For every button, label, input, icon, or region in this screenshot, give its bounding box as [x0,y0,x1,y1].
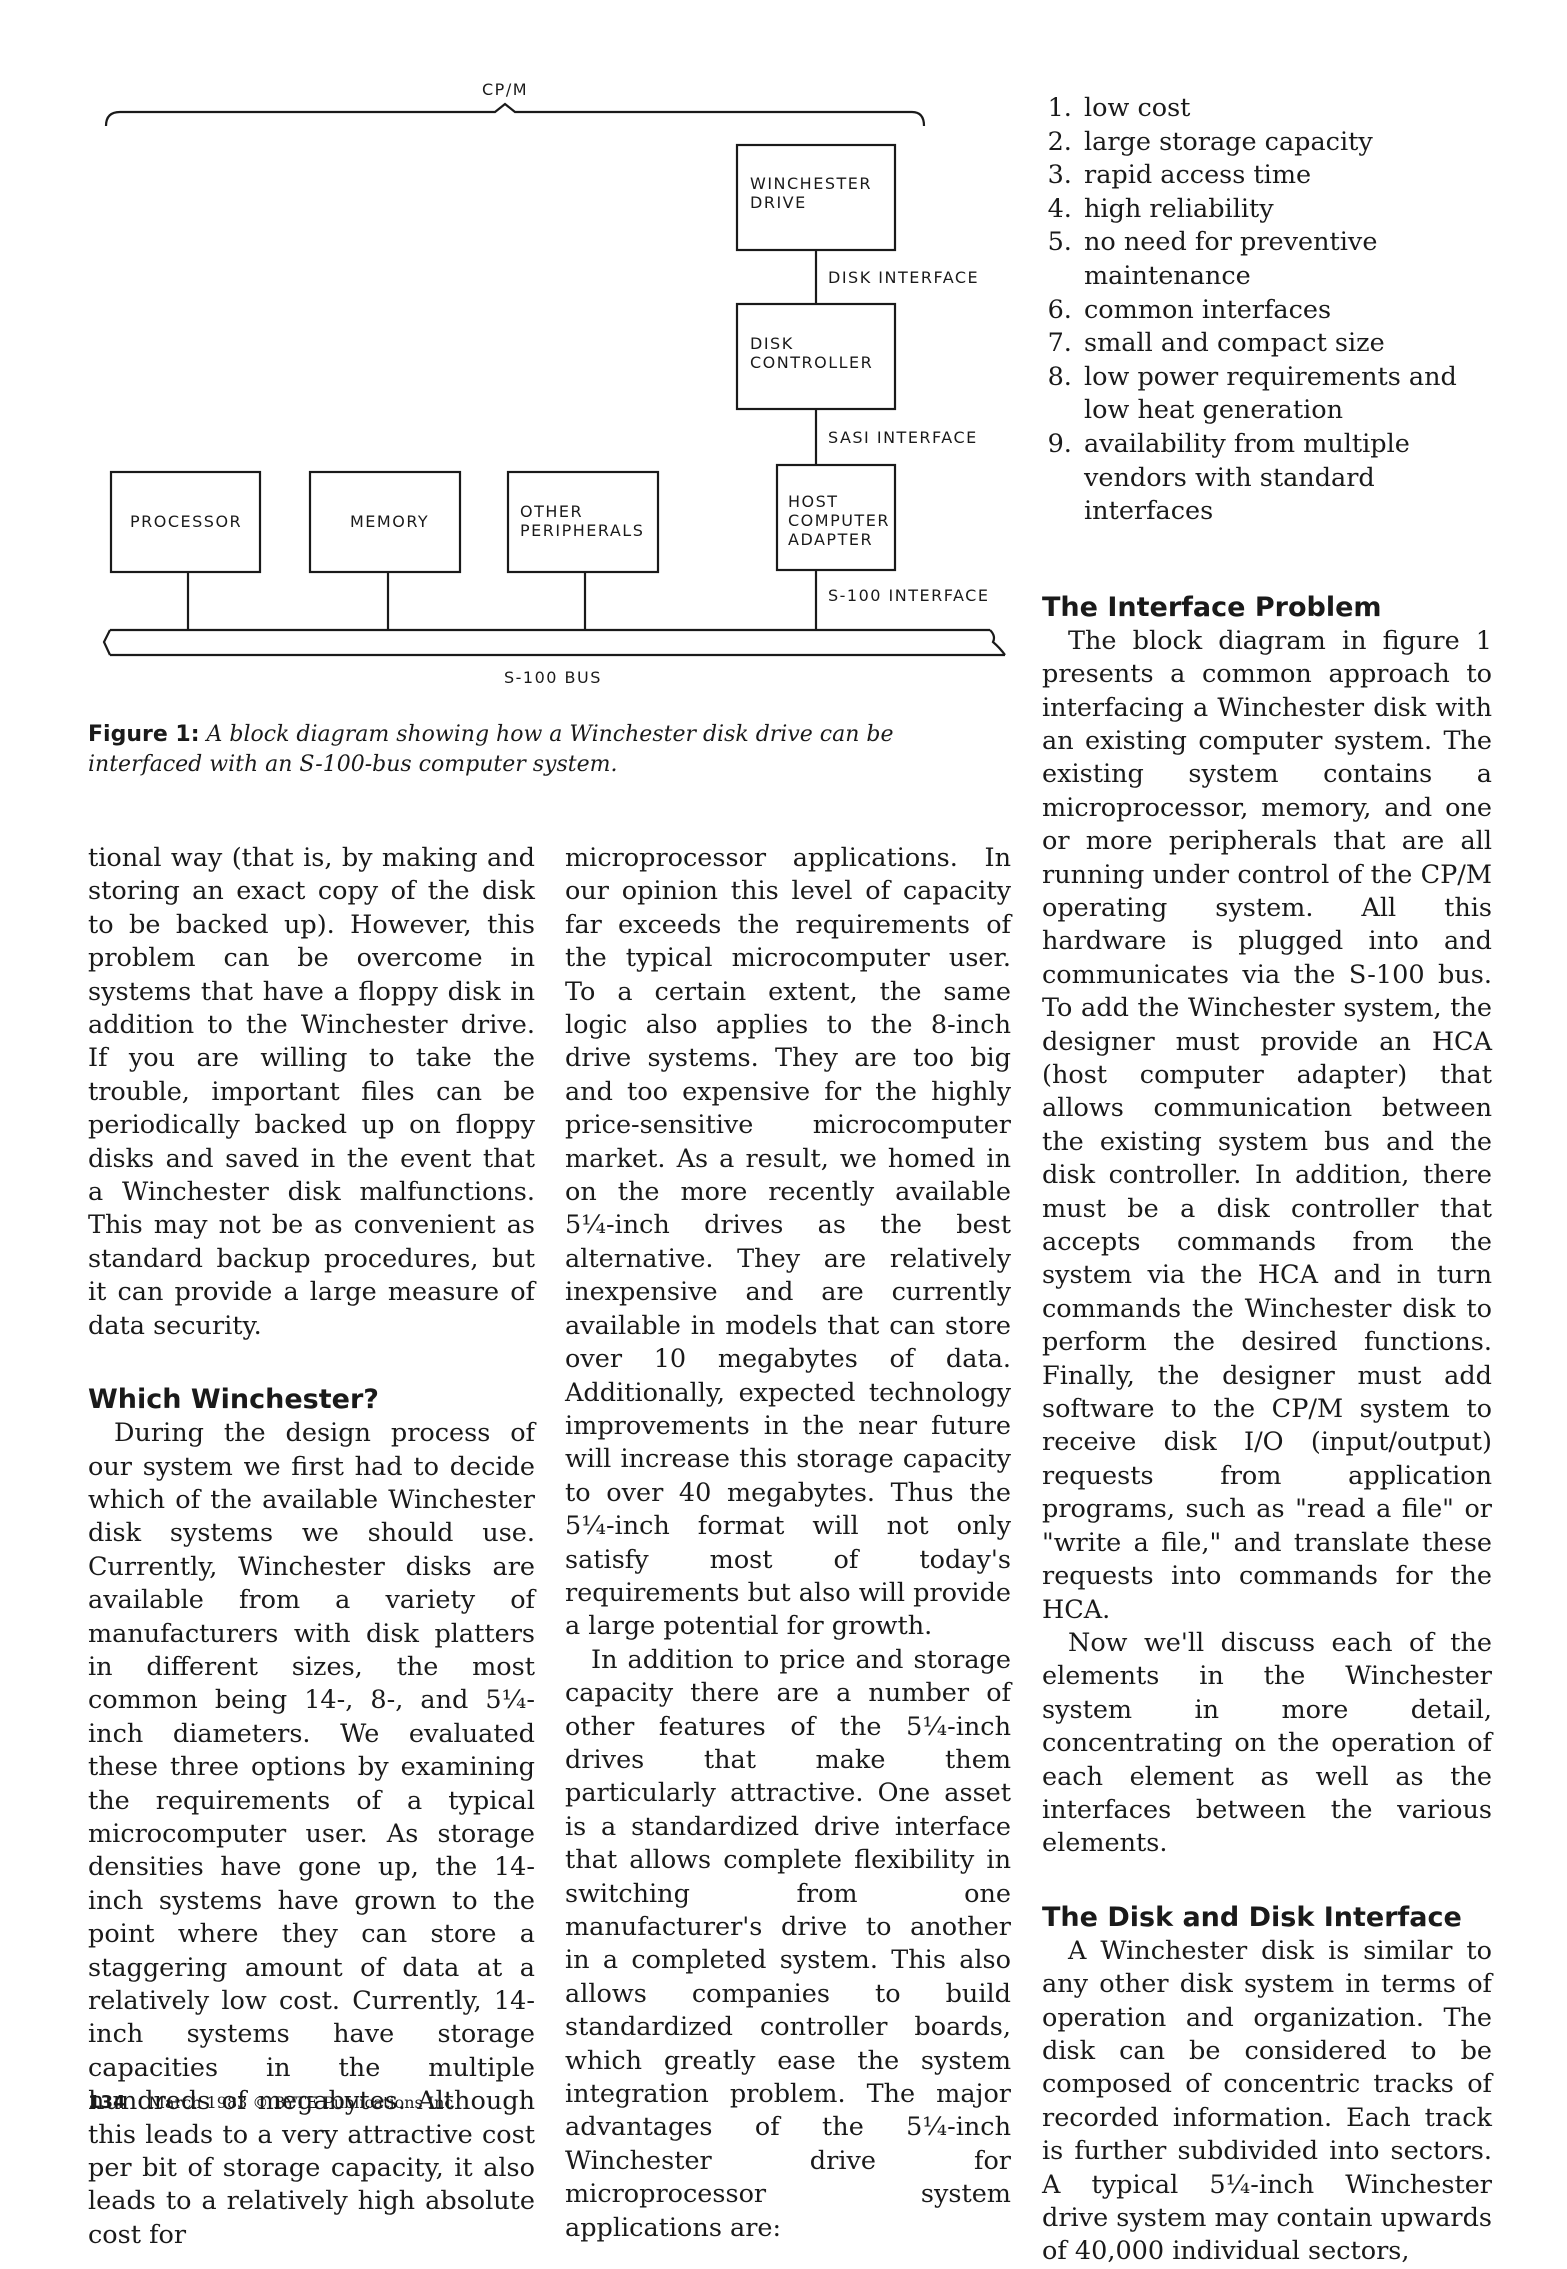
block-diagram: CP/M WINCHESTER DRIVE DISK INTERFACE DIS… [100,70,1020,700]
heading-disk-interface: The Disk and Disk Interface [1042,1901,1462,1933]
hca-label: HOST COMPUTER ADAPTER [788,492,890,549]
other-peripherals-box [506,470,660,574]
list-item: low cost [1080,92,1492,126]
cpm-label: CP/M [482,80,529,99]
heading-interface-problem: The Interface Problem [1042,591,1382,623]
other-peripherals-label: OTHER PERIPHERALS [520,502,645,540]
col1-paragraph-1: tional way (that is, by making and stori… [88,843,535,1341]
page-number: 134 [88,2092,126,2113]
list-item: low power requirements and low heat gene… [1080,361,1492,428]
col3-paragraph-3: A Winchester disk is similar to any othe… [1042,1935,1492,2267]
column-1: tional way (that is, by making and stori… [88,842,535,2252]
caption-label: Figure 1: [88,722,200,747]
list-item: availability from multiple vendors with … [1080,428,1492,529]
list-item: high reliability [1080,193,1492,227]
block-diagram-lines [102,102,1006,657]
page-footer: 134 March 1983 © BYTE Publications Inc [88,2092,453,2113]
cpm-brace [104,102,926,127]
col1-paragraph-2: During the design process of our system … [88,1418,535,2250]
list-item: large storage capacity [1080,126,1492,160]
column-3: low cost large storage capacity rapid ac… [1042,92,1492,2269]
s100-interface-label: S-100 INTERFACE [828,586,990,605]
hca-box [775,463,897,572]
s100-bus-label: S-100 BUS [504,668,602,687]
advantages-list: low cost large storage capacity rapid ac… [1042,92,1492,529]
figure-caption: Figure 1: A block diagram showing how a … [88,720,1008,780]
memory-label: MEMORY [350,512,430,531]
col2-paragraph-2: In addition to price and storage capacit… [565,1644,1011,2243]
footer-credit: March 1983 © BYTE Publications Inc [148,2093,454,2112]
list-item: common interfaces [1080,294,1492,328]
sasi-interface-label: SASI INTERFACE [828,428,978,447]
caption-text: A block diagram showing how a Winchester… [88,722,894,777]
col3-paragraph-2: Now we'll discuss each of the elements i… [1042,1627,1492,1859]
heading-which-winchester: Which Winchester? [88,1384,379,1416]
list-item: no need for preventive maintenance [1080,226,1492,293]
col2-paragraph-1: microprocessor applications. In our opin… [565,843,1011,1642]
column-2: microprocessor applications. In our opin… [565,842,1011,2245]
winchester-drive-label: WINCHESTER DRIVE [750,174,872,212]
list-item: small and compact size [1080,327,1492,361]
processor-label: PROCESSOR [130,512,243,531]
memory-box [308,470,462,574]
col3-paragraph-1: The block diagram in figure 1 presents a… [1042,625,1492,1625]
list-item: rapid access time [1080,159,1492,193]
disk-interface-label: DISK INTERFACE [828,268,980,287]
processor-box [109,470,262,574]
disk-controller-label: DISK CONTROLLER [750,334,874,372]
